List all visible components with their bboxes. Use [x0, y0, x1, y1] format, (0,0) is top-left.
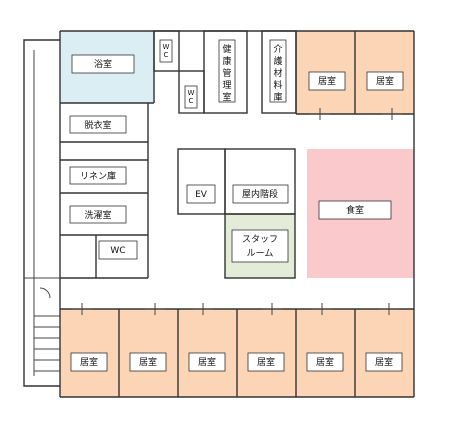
living-top-1-label: 居室 [318, 75, 336, 87]
living-bottom-2-label: 居室 [139, 356, 157, 368]
elevator-label: EV [195, 190, 208, 200]
living-top-2-label: 居室 [376, 75, 394, 87]
care-storage-label: 介護材料庫 [273, 44, 282, 103]
wc-mid-label: WC [110, 246, 125, 256]
dining-room-label: 食室 [346, 204, 364, 216]
exterior-stair-treads [34, 315, 60, 372]
living-bottom-5-label: 居室 [316, 356, 334, 368]
interior-walls [60, 30, 414, 397]
indoor-stairs-label: 屋内階段 [242, 188, 278, 200]
bath-label: 浴室 [94, 58, 112, 70]
staff-room-label-1: スタッフ [242, 234, 278, 245]
living-bottom-1-label: 居室 [80, 356, 98, 368]
living-bottom-3-label: 居室 [198, 356, 216, 368]
living-bottom-6-label: 居室 [375, 356, 393, 368]
door-marks [72, 108, 402, 315]
changing-room-label: 脱衣室 [84, 119, 111, 131]
linen-storage-label: リネン庫 [80, 170, 116, 182]
health-room-label: 健康管理室 [222, 43, 231, 103]
staff-room-label-2: ルーム [247, 248, 274, 259]
living-bottom-4-label: 居室 [257, 356, 275, 368]
laundry-room-label: 洗濯室 [84, 209, 111, 221]
